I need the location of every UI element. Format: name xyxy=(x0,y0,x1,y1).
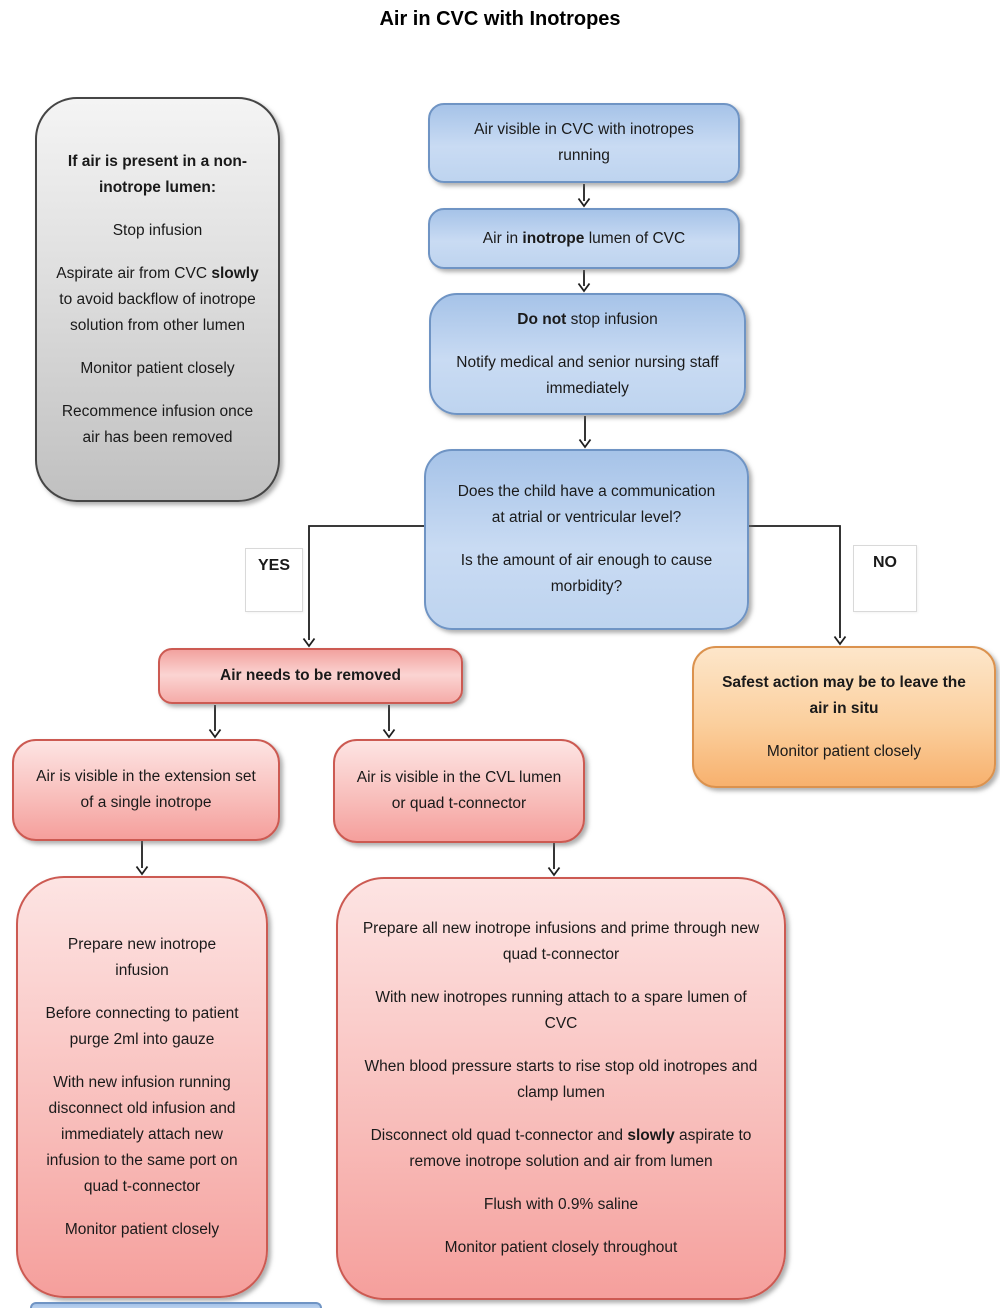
page-title: Air in CVC with Inotropes xyxy=(379,8,621,30)
inotrope-lumen-box: Air in inotrope lumen of CVC xyxy=(428,208,740,269)
side-note-box: If air is present in a non-inotrope lume… xyxy=(35,97,280,502)
cut-off-next-box xyxy=(30,1302,322,1308)
air-needs-removed-box: Air needs to be removed xyxy=(158,648,463,704)
yes-label: YES xyxy=(245,548,303,612)
start-box: Air visible in CVC with inotropes runnin… xyxy=(428,103,740,183)
decision-box: Does the child have a communication at a… xyxy=(424,449,749,630)
quad-t-connector-procedure-box: Prepare all new inotrope infusions and p… xyxy=(336,877,786,1300)
no-label: NO xyxy=(853,545,917,612)
leave-air-in-situ-box: Safest action may be to leave the air in… xyxy=(692,646,996,788)
cvl-lumen-box: Air is visible in the CVL lumen or quad … xyxy=(333,739,585,843)
extension-set-box: Air is visible in the extension set of a… xyxy=(12,739,280,841)
